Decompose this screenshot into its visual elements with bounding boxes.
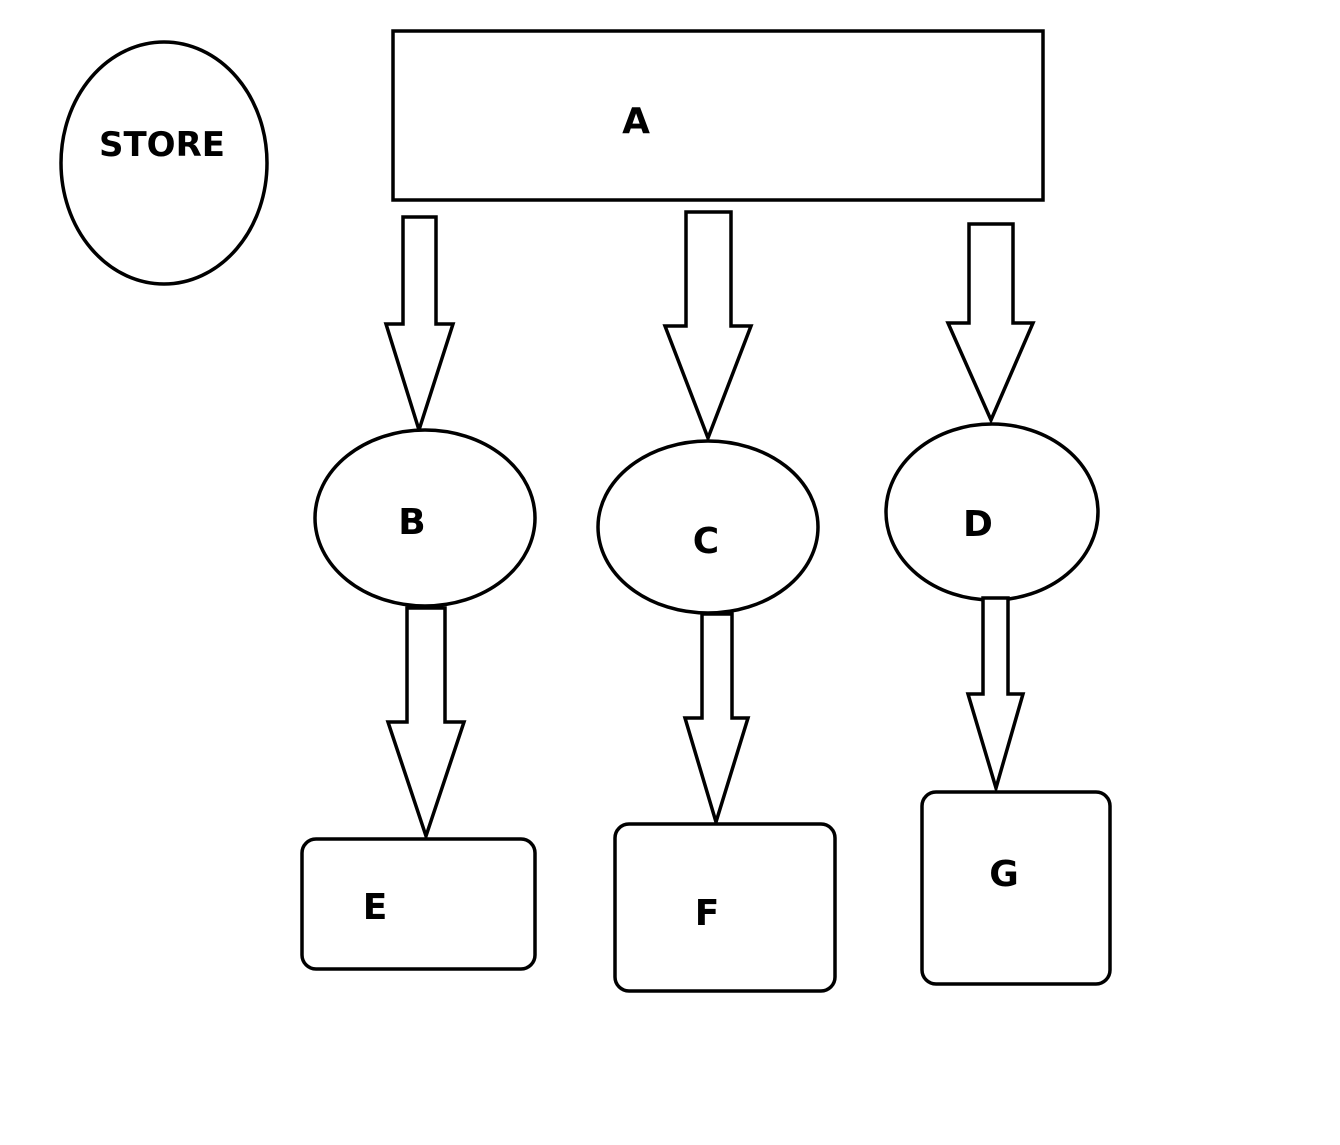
node-e-box xyxy=(300,837,537,971)
node-f-label: F xyxy=(695,893,720,934)
arrow-b-to-e xyxy=(385,606,467,842)
node-b-label: B xyxy=(398,502,425,543)
node-a-box xyxy=(391,29,1045,202)
node-c: C xyxy=(596,439,820,615)
store-ellipse xyxy=(59,40,269,286)
arrow-c-to-f xyxy=(682,612,751,829)
node-a-label: A xyxy=(622,101,650,142)
node-g-label: G xyxy=(989,854,1019,895)
node-b-ellipse xyxy=(313,428,537,608)
node-g: G xyxy=(920,790,1112,986)
node-e: E xyxy=(300,837,537,971)
node-a: A xyxy=(391,29,1045,202)
node-b: B xyxy=(313,428,537,608)
node-d-label: D xyxy=(963,504,993,545)
node-d: D xyxy=(884,422,1100,602)
arrow-a-to-c xyxy=(662,210,754,443)
node-c-label: C xyxy=(693,521,719,562)
node-f-box xyxy=(613,822,837,993)
arrow-a-to-b xyxy=(383,215,456,436)
node-f: F xyxy=(613,822,837,993)
arrow-d-to-g xyxy=(965,596,1026,795)
node-e-label: E xyxy=(363,887,388,928)
node-store: STORE xyxy=(59,40,269,286)
arrow-a-to-d xyxy=(945,222,1036,425)
store-label: STORE xyxy=(99,125,225,165)
node-g-box xyxy=(920,790,1112,986)
